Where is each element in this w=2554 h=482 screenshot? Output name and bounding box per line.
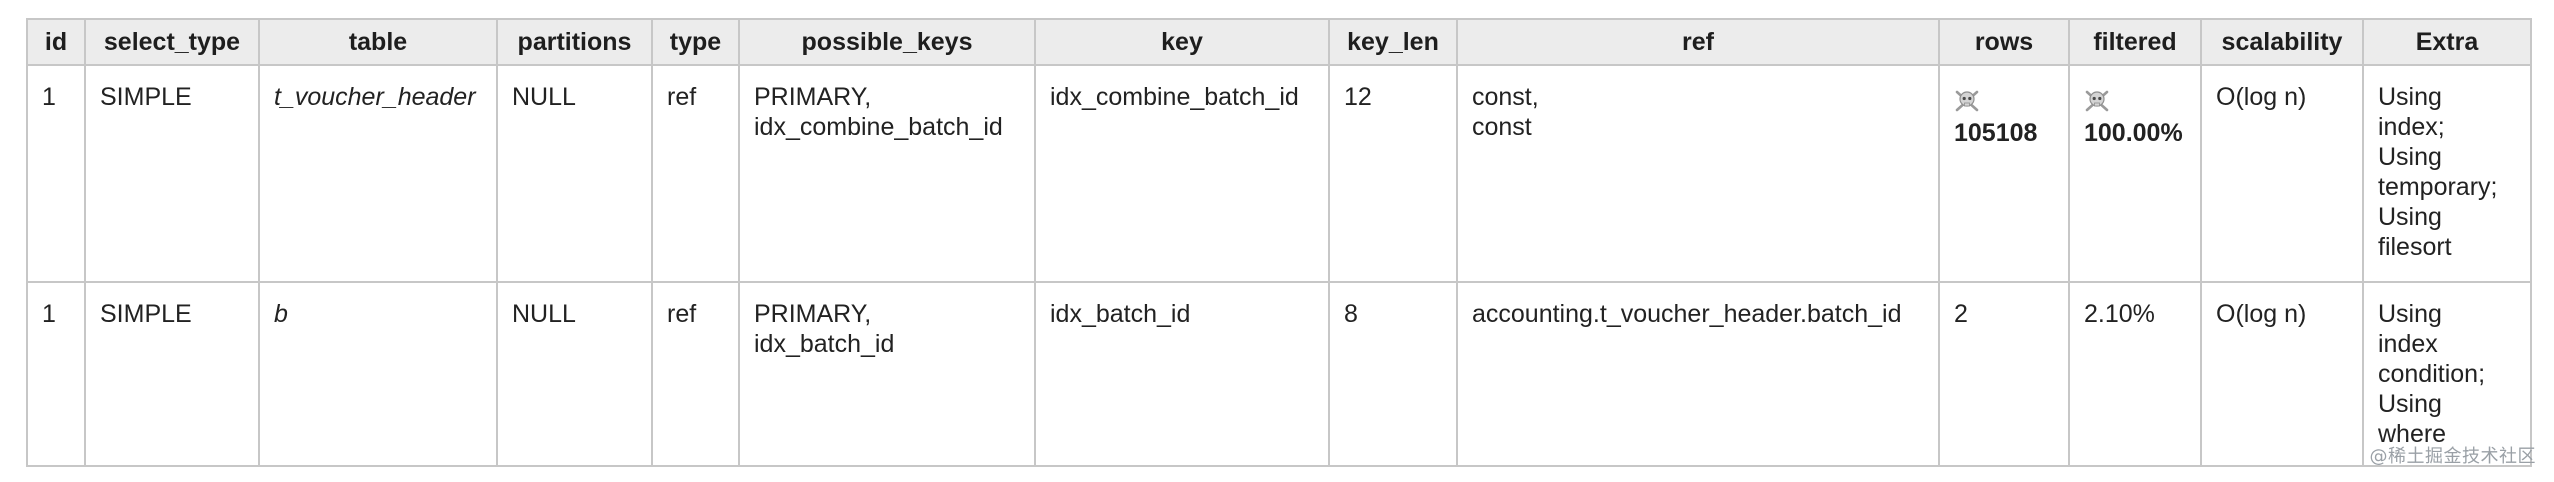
cell-rows: 2 (1938, 281, 2070, 467)
cell-type-text: ref (667, 300, 697, 328)
cell-type-text: ref (667, 83, 697, 111)
cell-rows-text: 2 (1954, 300, 1968, 328)
cell-ref: const, const (1456, 64, 1940, 283)
cell-scalability: O(log n) (2200, 64, 2364, 283)
cell-id: 1 (26, 281, 86, 467)
cell-type: ref (651, 64, 740, 283)
cell-key-text: idx_combine_batch_id (1050, 83, 1299, 111)
header-row: id select_type table partitions type pos… (26, 18, 2532, 66)
cell-ref: accounting.t_voucher_header.batch_id (1456, 281, 1940, 467)
header-key: key (1034, 18, 1330, 66)
cell-table-text: b (274, 300, 288, 328)
cell-partitions: NULL (496, 281, 653, 467)
cell-possible-keys-text: PRIMARY, idx_batch_id (754, 300, 895, 358)
header-id: id (26, 18, 86, 66)
header-type: type (651, 18, 740, 66)
header-extra: Extra (2362, 18, 2532, 66)
cell-select-type-text: SIMPLE (100, 300, 192, 328)
header-filtered: filtered (2068, 18, 2202, 66)
cell-extra: Using index; Using temporary; Using file… (2362, 64, 2532, 283)
cell-rows-text: 105108 (1954, 119, 2038, 147)
cell-ref-text: const, const (1472, 83, 1539, 141)
cell-filtered: 2.10% (2068, 281, 2202, 467)
table-row: 1 SIMPLE b NULL ref PRIMARY, idx_batch_i… (26, 281, 2532, 467)
cell-id-text: 1 (42, 300, 56, 328)
cell-partitions-text: NULL (512, 83, 576, 111)
watermark: @稀土掘金技术社区 (2369, 446, 2536, 467)
explain-result-table: id select_type table partitions type pos… (26, 18, 2532, 467)
cell-id: 1 (26, 64, 86, 283)
header-partitions: partitions (496, 18, 653, 66)
cell-key: idx_combine_batch_id (1034, 64, 1330, 283)
cell-filtered-text: 100.00% (2084, 119, 2183, 147)
cell-scalability-text: O(log n) (2216, 300, 2307, 328)
cell-possible-keys: PRIMARY, idx_combine_batch_id (738, 64, 1036, 283)
cell-possible-keys-text: PRIMARY, idx_combine_batch_id (754, 83, 1003, 141)
cell-key-len: 8 (1328, 281, 1458, 467)
cell-table: b (258, 281, 498, 467)
cell-select-type: SIMPLE (84, 281, 260, 467)
cell-partitions: NULL (496, 64, 653, 283)
cell-filtered: 100.00% (2068, 64, 2202, 283)
cell-select-type: SIMPLE (84, 64, 260, 283)
header-table: table (258, 18, 498, 66)
cell-table-text: t_voucher_header (274, 83, 476, 111)
cell-key-len: 12 (1328, 64, 1458, 283)
cell-ref-text: accounting.t_voucher_header.batch_id (1472, 300, 1902, 328)
cell-rows: 105108 (1938, 64, 2070, 283)
cell-extra: Using index condition; Using where (2362, 281, 2532, 467)
cell-extra-text: Using index condition; Using where (2378, 300, 2486, 448)
cell-key-len-text: 8 (1344, 300, 1358, 328)
cell-extra-text: Using index; Using temporary; Using file… (2378, 83, 2498, 261)
header-key-len: key_len (1328, 18, 1458, 66)
cell-type: ref (651, 281, 740, 467)
cell-scalability: O(log n) (2200, 281, 2364, 467)
skull-crossbones-icon (2085, 90, 2109, 112)
cell-id-text: 1 (42, 83, 56, 111)
header-ref: ref (1456, 18, 1940, 66)
header-possible-keys: possible_keys (738, 18, 1036, 66)
cell-key-len-text: 12 (1344, 83, 1372, 111)
cell-key: idx_batch_id (1034, 281, 1330, 467)
cell-table: t_voucher_header (258, 64, 498, 283)
skull-crossbones-icon (1955, 90, 1979, 112)
cell-filtered-text: 2.10% (2084, 300, 2155, 328)
cell-possible-keys: PRIMARY, idx_batch_id (738, 281, 1036, 467)
header-select-type: select_type (84, 18, 260, 66)
header-rows: rows (1938, 18, 2070, 66)
cell-key-text: idx_batch_id (1050, 300, 1191, 328)
table-row: 1 SIMPLE t_voucher_header NULL ref PRIMA… (26, 64, 2532, 283)
cell-partitions-text: NULL (512, 300, 576, 328)
header-scalability: scalability (2200, 18, 2364, 66)
cell-scalability-text: O(log n) (2216, 83, 2307, 111)
cell-select-type-text: SIMPLE (100, 83, 192, 111)
